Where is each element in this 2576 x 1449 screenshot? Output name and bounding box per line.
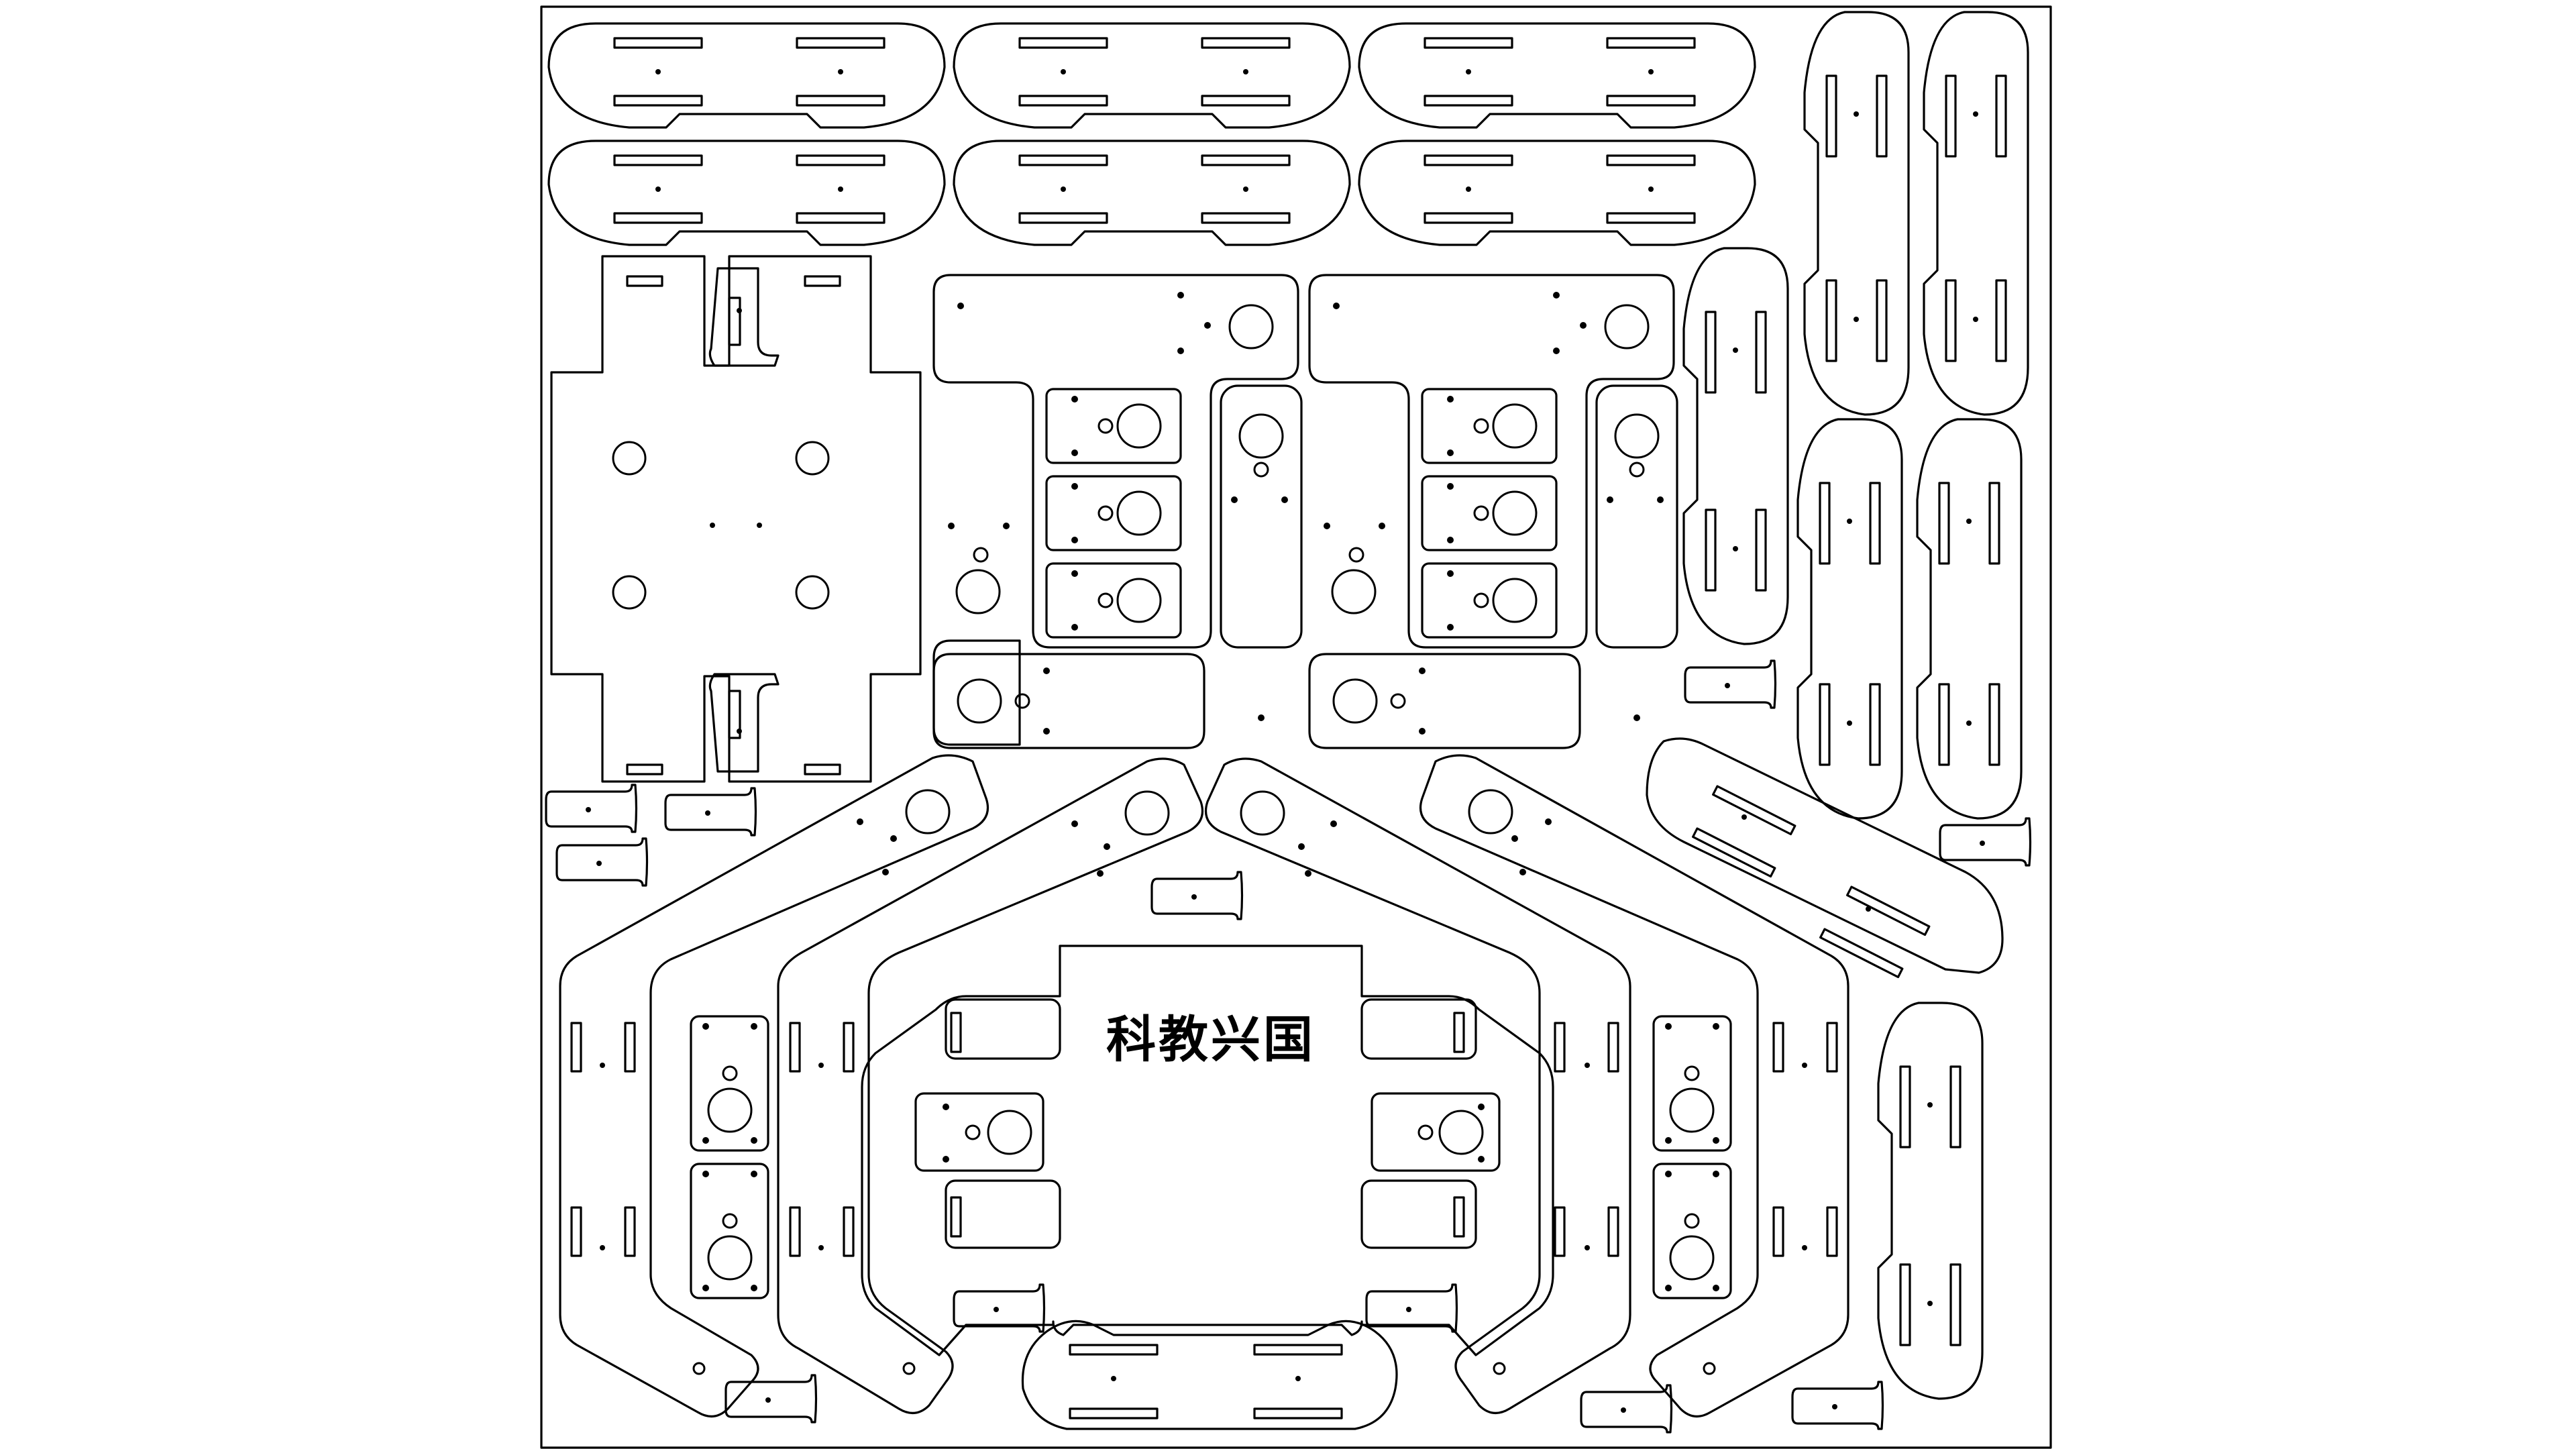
- motor-mount-holes-4: [1447, 396, 1538, 456]
- top-rails-group: [547, 22, 1756, 246]
- key-clips-group: [545, 659, 2032, 1434]
- bracket-plate-left-inner: [948, 523, 1010, 614]
- bracket-plate-left-lower: [932, 639, 1265, 749]
- bracket-plate-left: [932, 274, 1299, 649]
- motor-mount-stack-left: [1045, 388, 1182, 639]
- bracket-plate-side-right: [1220, 384, 1678, 649]
- sheet-border: [540, 5, 2052, 1449]
- rail-vertical-4: [1796, 418, 1903, 820]
- bracket-plate-right-lower: [1308, 653, 1640, 749]
- key-clip-7: [953, 1283, 1046, 1333]
- key-clip-3: [555, 837, 649, 887]
- motor-mount-holes-group: [1071, 396, 1538, 631]
- arm-outer-left: [559, 754, 989, 1417]
- rail-horizontal-3: [1358, 22, 1756, 129]
- rail-vertical-5: [1916, 418, 2023, 820]
- rail-vertical-2: [1923, 11, 2029, 416]
- arm-inner-left: [777, 757, 1204, 1414]
- motor-mount-holes-2: [1071, 483, 1162, 543]
- key-clip-4: [1150, 871, 1244, 920]
- arm-motor-tabs: [690, 1015, 1732, 1299]
- vertical-rails-group: [1682, 11, 2029, 1400]
- key-clip-1: [545, 784, 638, 833]
- motor-mount-holes-3: [1071, 570, 1162, 631]
- arm-outer-right: [1419, 754, 1849, 1417]
- key-clip-10: [1580, 1384, 1673, 1434]
- base-plate: 科教兴国: [861, 945, 1554, 1356]
- bracket-plate-right: [1308, 274, 1675, 649]
- key-clip-5: [1684, 659, 1777, 709]
- key-clip-2: [664, 787, 757, 837]
- rail-vertical-1: [1803, 11, 1910, 416]
- motor-mount-holes-1: [1071, 396, 1162, 456]
- key-clip-6: [1939, 817, 2032, 867]
- chassis-top-plate: [550, 255, 922, 783]
- rail-horizontal-2: [953, 22, 1351, 129]
- key-clip-11: [1791, 1381, 1884, 1430]
- motor-mount-holes-6: [1447, 570, 1538, 631]
- key-clip-9: [724, 1374, 818, 1424]
- bottom-rail: [1021, 1320, 1398, 1430]
- rail-horizontal-4: [547, 140, 946, 246]
- rail-horizontal-5: [953, 140, 1351, 246]
- motor-mount-holes-5: [1447, 483, 1538, 543]
- rail-vertical-6: [1877, 1002, 1984, 1400]
- rail-horizontal-6: [1358, 140, 1756, 246]
- rail-vertical-3: [1682, 247, 1789, 645]
- arm-inner-right: [1204, 757, 1631, 1414]
- engraving-text: 科教兴国: [1106, 1011, 1316, 1069]
- rail-horizontal-1: [547, 22, 946, 129]
- diagonal-rail: [1646, 737, 2004, 979]
